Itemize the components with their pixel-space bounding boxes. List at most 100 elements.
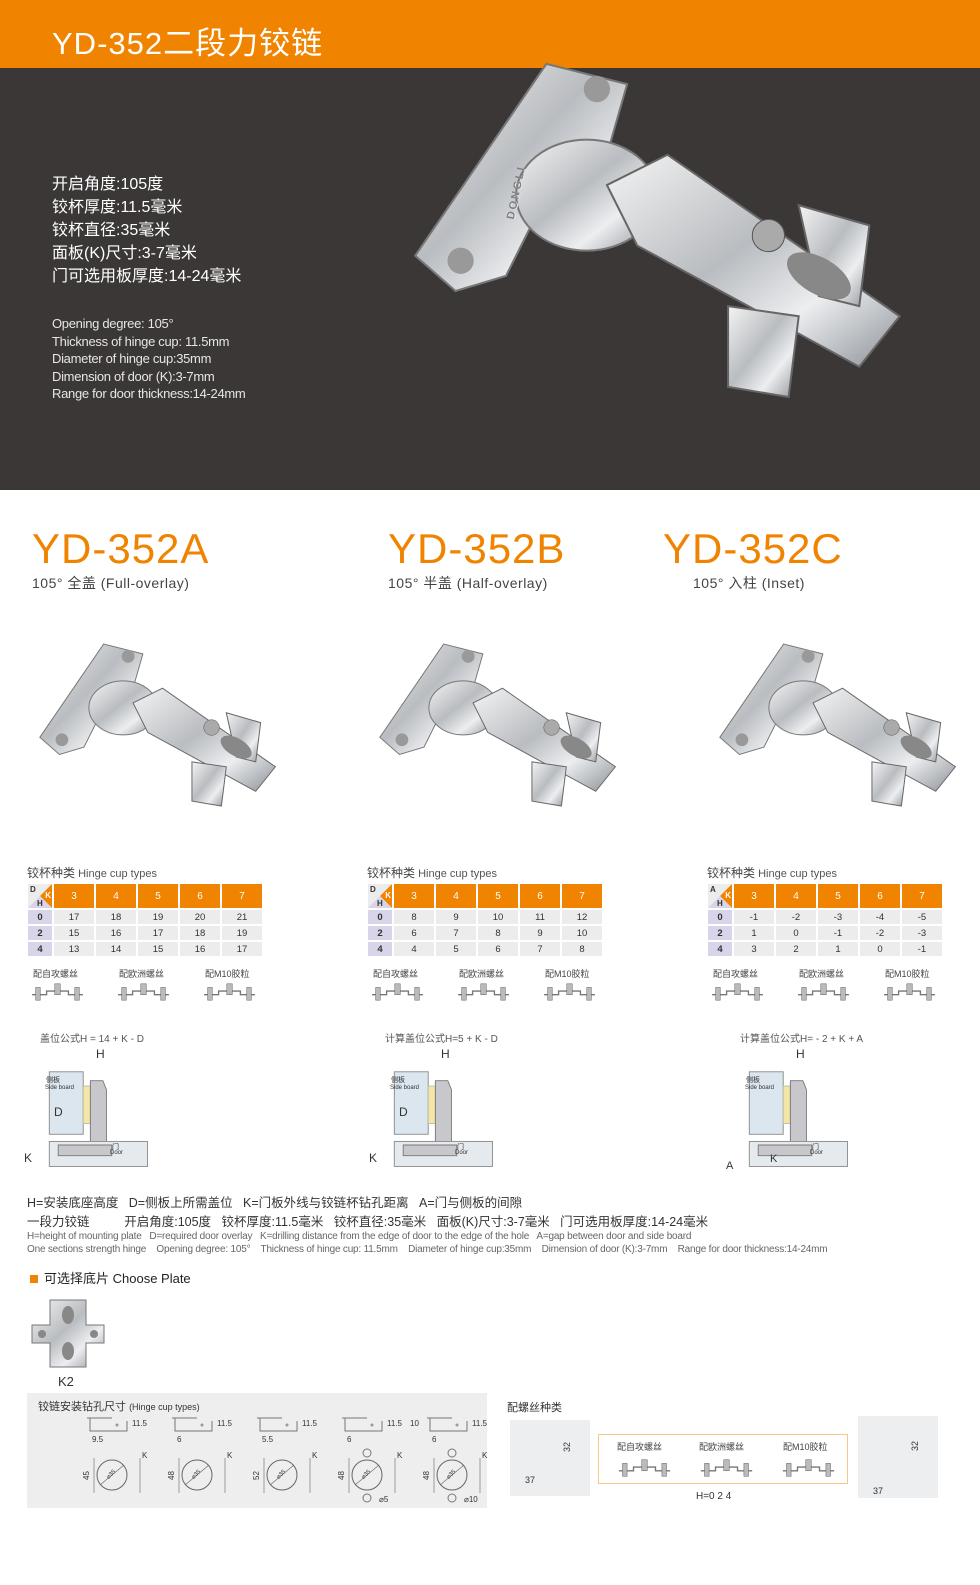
row-header-h: 0	[708, 910, 732, 924]
table-title-en: Hinge cup types	[758, 868, 837, 880]
door-en: Door	[455, 1150, 469, 1156]
side-board-cn: 侧板	[746, 1077, 760, 1084]
table-cell: 7	[520, 942, 560, 956]
model-subtitle: 105° 入柱 (Inset)	[693, 575, 805, 591]
screw-label: 配M10胶粒	[885, 969, 930, 979]
screw-label: 配自攻螺丝	[373, 969, 419, 979]
cup-depth: 11.5	[302, 1419, 317, 1428]
table-cell: 3	[734, 942, 774, 956]
legend-cn-1: H=安装底座高度 D=侧板上所需盖位 K=门板外线与铰链杯钻孔距离 A=门与侧板…	[27, 1196, 523, 1210]
table-cell: -4	[860, 910, 900, 924]
table-cell: 4	[394, 942, 434, 956]
model-name: YD-352B	[388, 525, 566, 572]
spec-line: Opening degree: 105°	[52, 316, 174, 331]
table-cell: 8	[394, 910, 434, 924]
screw-option-m10: 配M10胶粒	[783, 1442, 828, 1452]
column-header-k: 6	[860, 884, 900, 908]
install-diagram-drawing	[720, 1045, 850, 1170]
dowel-icon	[781, 1457, 836, 1479]
door-cn: 门	[112, 1144, 119, 1151]
table-cell: -5	[902, 910, 942, 924]
table-cell: -2	[860, 926, 900, 940]
table-title: 铰杯种类 Hinge cup types	[707, 864, 837, 881]
k-label: K	[397, 1451, 403, 1460]
spec-line: Range for door thickness:14-24mm	[52, 386, 246, 401]
table-cell: 5	[436, 942, 476, 956]
table-cell: 19	[222, 926, 262, 940]
table-cell: 7	[436, 926, 476, 940]
spec-line: Dimension of door (K):3-7mm	[52, 368, 215, 384]
drilling-title-cn: 铰链安装钻孔尺寸	[38, 1401, 126, 1413]
column-header-k: 7	[222, 884, 262, 908]
table-title-en: Hinge cup types	[78, 868, 157, 880]
legend-cn-2: 一段力铰链 开启角度:105度 铰杯厚度:11.5毫米 铰杯直径:35毫米 面板…	[27, 1215, 709, 1229]
k-label: K	[482, 1451, 488, 1460]
table-cell: 13	[54, 942, 94, 956]
hinge-hero-image	[395, 43, 940, 428]
specs-en: Opening degree: 105° Thickness of hinge …	[52, 315, 246, 403]
legend-en-2: One sections strength hinge Opening degr…	[27, 1244, 828, 1255]
table-cell: 17	[138, 926, 178, 940]
spec-line: Thickness of hinge cup: 11.5mm	[52, 333, 230, 349]
table-title: 铰杯种类 Hinge cup types	[367, 864, 497, 881]
hole-spacing: 52	[251, 1471, 261, 1480]
column-header-k: 6	[520, 884, 560, 908]
table-cell: 14	[96, 942, 136, 956]
hole-spacing: 45	[81, 1471, 91, 1480]
table-cell: -1	[902, 942, 942, 956]
table-title-cn: 铰杯种类	[27, 866, 76, 880]
spec-line: 面板(K)尺寸:3-7毫米	[52, 245, 197, 262]
screw-icon	[617, 1457, 672, 1479]
screw-icon	[370, 982, 425, 1002]
corner-row-label: A	[710, 885, 716, 894]
overlay-formula: 计算盖位公式H=5 + K - D	[385, 1034, 498, 1045]
label-h: H	[96, 1047, 105, 1061]
column-header-k: 3	[734, 884, 774, 908]
k-label: K	[227, 1451, 233, 1460]
dim-height: 32	[910, 1440, 921, 1452]
screw-label: 配自攻螺丝	[33, 969, 79, 979]
choose-plate-label: 可选择底片 Choose Plate	[44, 1271, 191, 1286]
side-board-en: Side board	[390, 1085, 420, 1091]
hole-spacing: 48	[166, 1471, 176, 1480]
screw-label: 配自攻螺丝	[713, 969, 759, 979]
screw-icon	[30, 982, 85, 1002]
screw-icon	[699, 1457, 754, 1479]
screw-label: 配欧洲螺丝	[799, 969, 845, 979]
k-label: K	[312, 1451, 318, 1460]
specs-cn: 开启角度:105度 铰杯厚度:11.5毫米 铰杯直径:35毫米 面板(K)尺寸:…	[52, 173, 241, 288]
column-header-k: 5	[818, 884, 858, 908]
pin-diameter: ⌀10	[464, 1495, 478, 1504]
dim-width: 37	[525, 1475, 536, 1485]
hinge-image	[30, 625, 295, 830]
screw-icon	[710, 982, 765, 1002]
table-cell: 18	[96, 910, 136, 924]
model-name: YD-352C	[663, 525, 843, 572]
table-cell: 0	[860, 942, 900, 956]
screw-icon	[882, 982, 937, 1002]
label-d-or-a: D	[54, 1105, 63, 1119]
row-header-h: 4	[28, 942, 52, 956]
table-title-cn: 铰杯种类	[367, 866, 416, 880]
install-diagram-drawing	[365, 1045, 495, 1170]
door-en: Door	[810, 1150, 824, 1156]
drilling-title-en: (Hinge cup types)	[129, 1402, 200, 1412]
corner-col-label: K	[385, 891, 391, 900]
table-cell: 19	[138, 910, 178, 924]
screw-icon	[456, 982, 511, 1002]
hinge-image	[710, 625, 975, 830]
label-h: H	[796, 1047, 805, 1061]
row-header-h: 2	[708, 926, 732, 940]
column-header-k: 5	[138, 884, 178, 908]
screw-icon	[202, 982, 257, 1002]
